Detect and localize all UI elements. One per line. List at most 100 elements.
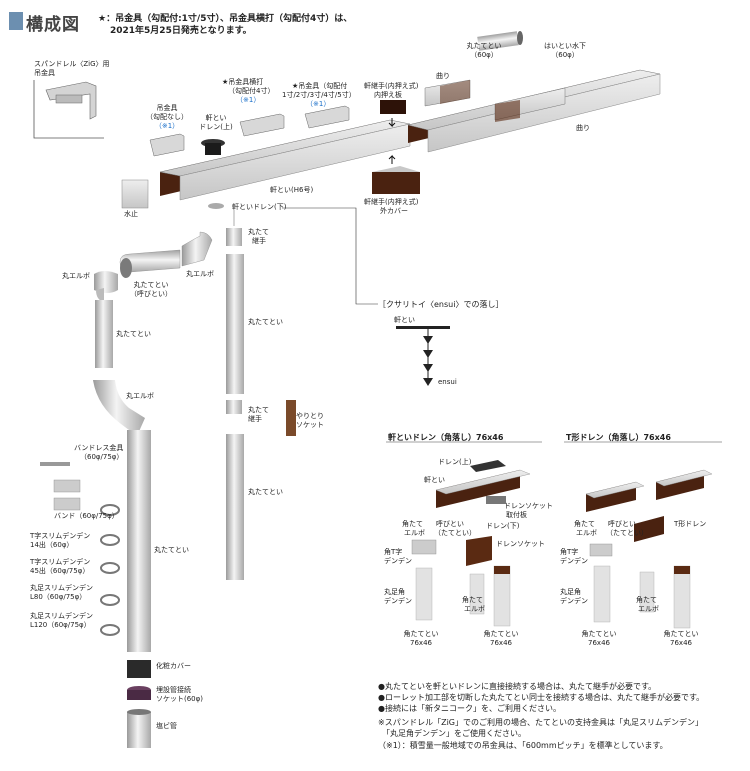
label-hanger-side-2: （勾配付4寸） — [228, 87, 275, 95]
label-haitoi-2: （60φ） — [551, 51, 579, 59]
note-3: ●接続には「新タニコーク」を、ご利用ください。 — [378, 704, 561, 713]
label-call-pipe-left-1: 呼びとい — [436, 520, 464, 528]
zig-bracket-figure — [33, 80, 104, 139]
label-square-pipe-r-b1: 角たてとい — [663, 630, 699, 638]
round-pipe-upper — [477, 31, 523, 51]
label-gutter-h6: 軒とい(H6号) — [270, 186, 314, 194]
label-note-mark-3: （※1） — [306, 100, 331, 108]
label-drain-top: ドレン(上) — [438, 458, 472, 466]
label-slim-l80-1: 丸足スリムデンデン — [30, 584, 93, 592]
label-elbow-1: 丸エルボ — [62, 272, 90, 280]
label-round-pipe-top: 丸たてとい — [466, 42, 502, 50]
label-square-pipe-r-a2: 76x46 — [588, 639, 610, 647]
chain-ensui — [396, 326, 450, 386]
label-slim-l120-2: L120（60φ/75φ） — [30, 621, 91, 629]
label-square-elbow-left-b2: エルボ — [464, 605, 485, 613]
label-square-elbow-r-b2: エルボ — [638, 605, 659, 613]
label-joint-inner-1: 軒継手(内押え式) — [364, 82, 419, 90]
gutter-bends — [424, 79, 566, 122]
label-t-slim-14-1: T字スリムデンデン — [30, 532, 91, 540]
label-slim-l120-1: 丸足スリムデンデン — [30, 612, 93, 620]
label-square-elbow-r1: 角たて — [574, 520, 595, 528]
label-hanger-side-1: ★吊金具横打 — [222, 78, 264, 86]
label-drain-bottom: 軒といドレン(下) — [232, 203, 287, 211]
label-drain-bottom-left: ドレン(下) — [486, 522, 520, 530]
label-socket-2: ソケット — [296, 421, 324, 429]
note-5: 「丸足角デンデン」をご使用ください。 — [378, 729, 526, 738]
square-drain-left — [411, 460, 531, 627]
section-title-left: 軒といドレン（角落し）76x46 — [388, 433, 504, 442]
label-square-elbow-1: 角たて — [402, 520, 423, 528]
label-call-pipe-1: 丸たてとい — [133, 281, 169, 289]
label-round-pipe-top-size: （60φ） — [470, 51, 498, 59]
label-end-cap: 水止 — [124, 210, 138, 218]
note-1: ●丸たてといを軒といドレンに直接接続する場合は、丸たて継手が必要です。 — [378, 682, 657, 691]
label-joint-outer-1: 軒継手(内押え式) — [364, 198, 419, 206]
label-square-t-r2: デンデン — [560, 557, 588, 565]
label-square-t-r1: 角T字 — [560, 548, 579, 556]
label-band-hanger-2: （60φ/75φ） — [80, 453, 124, 461]
label-round-pipe-left: 丸たてとい — [116, 330, 151, 338]
label-note-mark-2: （※1） — [236, 96, 261, 104]
label-drain-socket: ドレンソケット — [496, 540, 545, 548]
label-zig-bracket: スパンドレル〈ZiG〉用 — [34, 60, 110, 68]
label-square-leg-r2: デンデン — [560, 597, 588, 605]
label-square-elbow-r2: エルボ — [576, 529, 597, 537]
label-drain-top-1: 軒とい — [205, 114, 227, 122]
label-elbow-2: 丸エルボ — [186, 270, 214, 278]
label-square-pipe-r-b2: 76x46 — [670, 639, 692, 647]
label-buried-socket-2: ソケット(60φ) — [156, 695, 203, 703]
section-title-right: T形ドレン（角落し）76x46 — [566, 433, 671, 442]
title-marker — [9, 12, 23, 30]
label-joint-inner-2: 内押え板 — [374, 91, 402, 99]
label-square-elbow-r-b1: 角たて — [636, 596, 657, 604]
label-call-pipe-2: （呼びとい） — [130, 290, 172, 298]
label-round-pipe-main: 丸たてとい — [154, 546, 189, 554]
label-call-pipe-r2: （たてとい） — [606, 529, 648, 537]
release-notice-line1: ★：吊金具（勾配付:1寸/5寸）、吊金具横打（勾配付4寸）は、 — [98, 14, 353, 24]
end-cap-shape — [121, 179, 149, 209]
release-notice-line2: 2021年5月25日発売となります。 — [110, 26, 252, 36]
gutter-joint — [372, 100, 420, 194]
label-square-pipe-left-b2: 76x46 — [490, 639, 512, 647]
t-drain-right — [585, 469, 713, 629]
label-socket-1: やりとり — [296, 412, 324, 420]
label-square-leg-r1: 丸足角 — [560, 588, 581, 596]
label-bend-1: 曲り — [436, 72, 450, 80]
label-round-joint-2: 継手 — [252, 237, 266, 245]
label-square-pipe-left-a2: 76x46 — [410, 639, 432, 647]
label-pvc-pipe: 塩ビ管 — [156, 722, 177, 730]
label-gutter-left: 軒とい — [424, 476, 445, 484]
label-square-t-left-2: デンデン — [384, 557, 412, 565]
label-cosmetic-cover: 化粧カバー — [156, 662, 191, 670]
center-downpipes — [208, 203, 296, 580]
note-4: ※スパンドレル「ZiG」でのご利用の場合、たてといの支持金具は「丸足スリムデンデ… — [378, 718, 704, 727]
label-call-pipe-left-2: （たてとい） — [434, 529, 476, 537]
label-square-elbow-left-b1: 角たて — [462, 596, 483, 604]
label-square-leg-left-1: 丸足角 — [384, 588, 405, 596]
label-square-pipe-left-a1: 角たてとい — [403, 630, 439, 638]
label-chain-ensui: ensui — [438, 378, 457, 386]
label-square-leg-left-2: デンデン — [384, 597, 412, 605]
label-square-pipe-left-b1: 角たてとい — [483, 630, 519, 638]
label-hanger-flat-2: （勾配なし） — [146, 113, 188, 121]
label-t-slim-14-2: 14出（60φ） — [30, 541, 74, 549]
label-round-pipe-center-2: 丸たてとい — [248, 488, 283, 496]
label-note-mark-1: （※1） — [154, 122, 180, 130]
label-hanger-flat-1: 吊金具 — [156, 104, 178, 112]
hangers — [149, 105, 350, 157]
label-round-joint-3: 丸たて — [248, 406, 269, 414]
label-round-joint-1: 丸たて — [248, 228, 269, 236]
label-band: バンド（60φ/75φ） — [54, 512, 119, 520]
left-downpipe-assembly — [93, 231, 213, 748]
support-fittings — [40, 462, 120, 636]
note-2: ●ローレット加工部を切断した丸たてとい同士を接続する場合は、丸たて継手が必要です… — [378, 693, 705, 702]
label-drain-socket-plate-1: ドレンソケット — [504, 502, 553, 510]
label-t-slim-45-2: 45出（60φ/75φ） — [30, 567, 90, 575]
label-zig-bracket-2: 吊金具 — [34, 69, 55, 77]
label-bend-2: 曲り — [576, 124, 590, 132]
label-call-pipe-r1: 呼びとい — [608, 520, 636, 528]
label-haitoi-1: はいとい水下 — [544, 42, 586, 50]
label-square-pipe-r-a1: 角たてとい — [581, 630, 617, 638]
